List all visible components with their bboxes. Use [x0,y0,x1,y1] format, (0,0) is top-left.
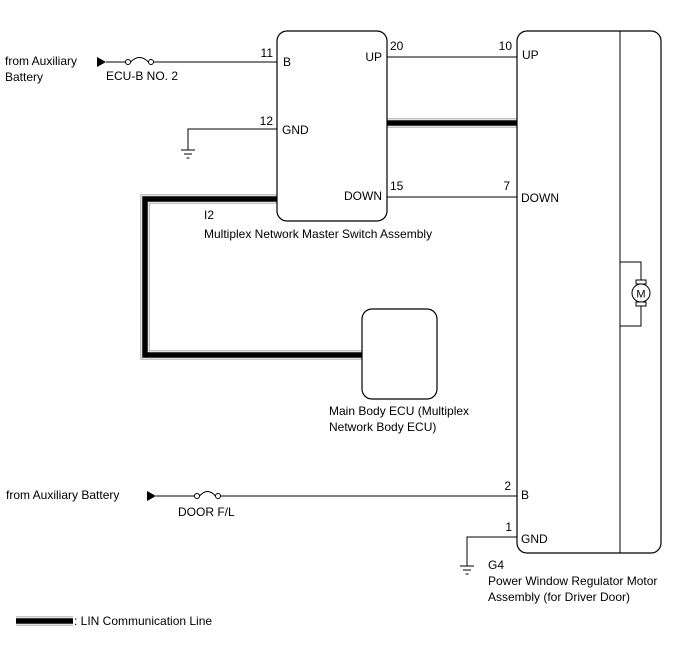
legend-lin-label: : LIN Communication Line [74,614,212,628]
master-switch-box [276,30,388,222]
motor-icon: M [620,261,651,327]
arrow-right-icon [147,491,156,501]
bottom-fuse-label: DOOR F/L [178,505,235,519]
ground-icon [460,565,474,575]
regulator-pin-b-number: 2 [504,479,511,493]
regulator-ground-wire [466,536,517,566]
main-body-ecu-box [361,308,438,400]
master-pin-up-label: UP [365,50,382,64]
master-pin-down-number: 15 [390,179,404,193]
regulator-pin-gnd-label: GND [521,532,548,546]
lin-line-master-to-main-body-ecu [140,194,362,360]
top-fuse-label: ECU-B NO. 2 [106,69,178,83]
regulator-pin-down-label: DOWN [521,191,559,205]
ground-icon [181,149,195,159]
fuse-icon [125,57,154,65]
regulator-pin-down-number: 7 [503,179,510,193]
motor-symbol-label: M [636,289,645,301]
regulator-pin-gnd-number: 1 [505,520,512,534]
bottom-source-label: from Auxiliary Battery [6,488,119,502]
arrow-right-icon [97,57,106,67]
master-pin-gnd-label: GND [282,123,309,137]
regulator-pin-b-label: B [521,488,529,502]
main-body-ecu-name-line1: Main Body ECU (Multiplex [329,404,469,418]
master-pin-down-label: DOWN [344,189,382,203]
regulator-pin-up-number: 10 [499,39,513,53]
regulator-motor-box [516,30,662,554]
regulator-name-line1: Power Window Regulator Motor [488,574,657,588]
master-pin-gnd-number: 12 [260,114,274,128]
master-switch-name: Multiplex Network Master Switch Assembly [204,227,432,241]
master-pin-up-number: 20 [390,39,404,53]
regulator-name-line2: Assembly (for Driver Door) [488,590,630,604]
master-pin-b-number: 11 [261,46,274,60]
fuse-icon [194,491,221,499]
master-switch-code: I2 [204,208,214,222]
master-pin-b-label: B [283,55,291,69]
top-source-label-line2: Battery [5,70,43,84]
main-body-ecu-name-line2: Network Body ECU) [329,420,436,434]
top-source-label-line1: from Auxiliary [5,54,77,68]
master-ground-wire [187,128,277,150]
regulator-code: G4 [488,558,504,572]
regulator-pin-up-label: UP [522,48,539,62]
